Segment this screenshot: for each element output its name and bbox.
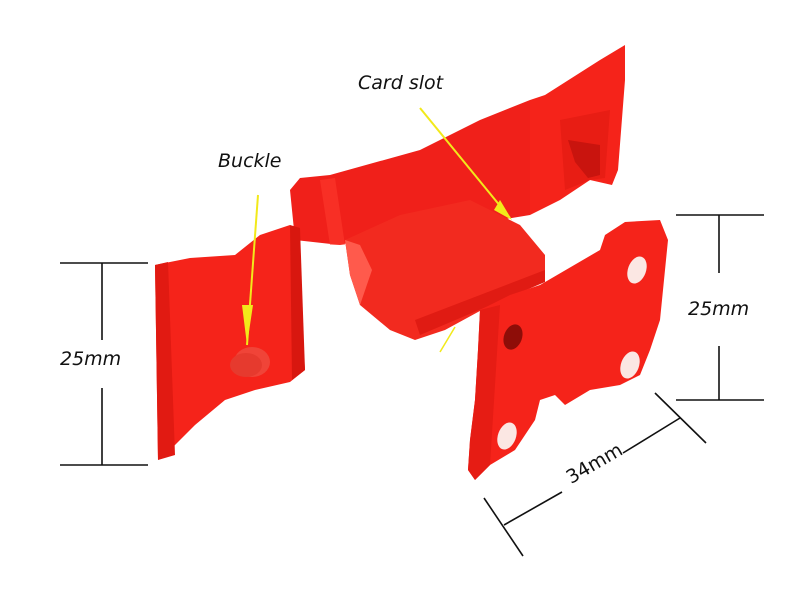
buckle-label: Buckle <box>218 150 282 172</box>
hole-top-right <box>627 256 647 284</box>
card-slot-platform <box>345 200 545 340</box>
bottom-dimension-lines <box>483 392 707 557</box>
hole-left <box>503 324 523 350</box>
right-height-label: 25mm <box>688 298 750 320</box>
card-slot-arrow <box>419 107 512 220</box>
front-plate <box>468 220 668 480</box>
back-buckle <box>568 140 600 178</box>
right-dimension-lines <box>676 214 764 401</box>
hole-bottom-left <box>497 422 517 450</box>
left-dimension-lines <box>60 262 148 466</box>
left-wing <box>155 225 305 460</box>
card-slot-label: Card slot <box>358 72 444 94</box>
hole-bottom-right <box>620 351 640 379</box>
buckle-arrow <box>242 194 259 346</box>
left-height-label: 25mm <box>60 348 122 370</box>
